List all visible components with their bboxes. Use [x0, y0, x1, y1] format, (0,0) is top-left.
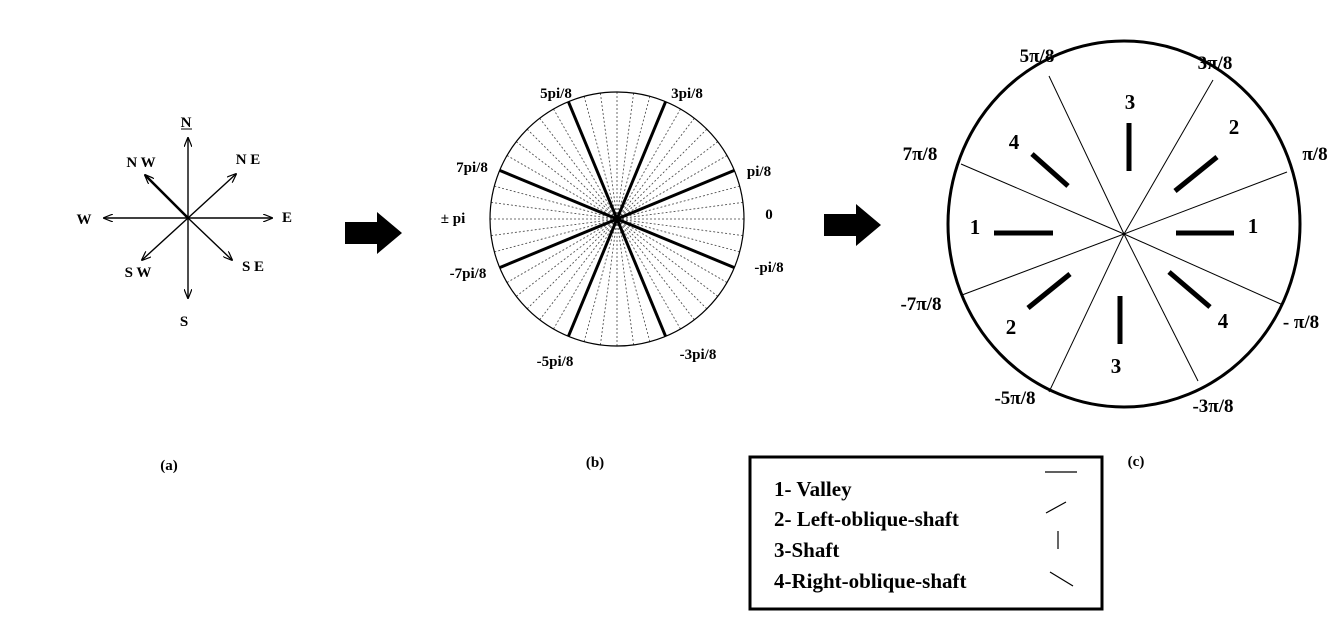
orientation-bars: [994, 123, 1234, 344]
angle-label-3pi8: 3pi/8: [671, 86, 703, 102]
legend-item-valley: 1- Valley: [774, 477, 852, 501]
direction-label-s: S: [180, 314, 188, 330]
c-angle-label-7pi8: 7π/8: [903, 144, 938, 165]
direction-label-nw: N W: [126, 155, 155, 171]
sector-number-top: 3: [1125, 90, 1136, 114]
legend-symbol-left-oblique: [1045, 501, 1067, 514]
direction-label-n: N: [181, 115, 192, 131]
direction-label-se: S E: [242, 259, 264, 275]
direction-label-e: E: [282, 210, 292, 226]
divider-minus-pi8: [1123, 233, 1284, 306]
angle-label-minus-7pi8: -7pi/8: [450, 266, 487, 282]
direction-label-ne: N E: [236, 152, 261, 168]
angle-label-0: 0: [765, 207, 773, 223]
c-angle-label-minus-3pi8: -3π/8: [1192, 396, 1233, 417]
c-angle-label-minus-5pi8: -5π/8: [994, 388, 1035, 409]
block-arrow-1: [345, 212, 402, 254]
southwest-arrow: [142, 217, 189, 260]
bar-left-oblique-top-right: [1173, 155, 1219, 193]
caption-a: (a): [160, 458, 178, 474]
angle-label-minus-pi8: -pi/8: [754, 260, 783, 276]
northwest-arrow: [145, 175, 189, 219]
angle-label-5pi8: 5pi/8: [540, 86, 572, 102]
angle-label-minus-3pi8: -3pi/8: [680, 347, 717, 363]
quantization-panel: 5pi/8 3pi/8 pi/8 0 -pi/8 -3pi/8 -5pi/8 -…: [441, 86, 784, 471]
legend-item-right-oblique-shaft: 4-Right-oblique-shaft: [774, 569, 967, 593]
c-angle-label-minus-7pi8: -7π/8: [900, 294, 941, 315]
quantization-circle: [489, 91, 745, 347]
legend-symbol-right-oblique: [1049, 571, 1074, 587]
classification-circle: [946, 39, 1302, 409]
sector-number-left: 1: [970, 215, 981, 239]
legend-box: 1- Valley 2- Left-oblique-shaft 3-Shaft …: [748, 455, 1104, 611]
divider-minus-3pi8: [1123, 233, 1199, 382]
sector-number-top-left: 4: [1009, 130, 1020, 154]
divider-pi8: [1123, 171, 1288, 235]
direction-label-w: W: [77, 212, 92, 228]
sector-number-bottom-left: 2: [1006, 315, 1017, 339]
c-angle-label-5pi8: 5π/8: [1020, 46, 1055, 67]
c-angle-label-3pi8: 3π/8: [1198, 53, 1233, 74]
bar-right-oblique-top-left: [1030, 152, 1070, 188]
caption-c: (c): [1128, 454, 1145, 470]
southeast-arrow: [187, 217, 232, 260]
divider-5pi8: [1048, 75, 1125, 235]
c-angle-label-pi8: π/8: [1302, 144, 1327, 165]
divider-minus-5pi8: [1048, 233, 1125, 393]
sector-boundary-line: [499, 169, 735, 269]
sector-number-bottom-right: 4: [1218, 309, 1229, 333]
sector-number-right: 1: [1248, 214, 1259, 238]
classification-panel: 3 2 1 4 3 2 1 4 5π/8 3π/8 π/8 - π/8 -3π/…: [900, 39, 1328, 470]
bar-right-oblique-bottom-right: [1167, 270, 1212, 309]
angle-label-minus-5pi8: -5pi/8: [537, 354, 574, 370]
legend-item-shaft: 3-Shaft: [774, 538, 839, 562]
bar-left-oblique-bottom-left: [1026, 272, 1072, 310]
block-arrow-2: [824, 204, 881, 246]
divider-7pi8: [960, 163, 1125, 235]
angle-label-plus-minus-pi: ± pi: [441, 211, 466, 227]
angle-label-7pi8: 7pi/8: [456, 160, 488, 176]
divider-minus-7pi8: [961, 233, 1125, 296]
sector-dividers: [960, 75, 1288, 393]
sector-number-top-right: 2: [1229, 115, 1240, 139]
legend-item-left-oblique-shaft: 2- Left-oblique-shaft: [774, 507, 959, 531]
sector-boundaries: [499, 101, 735, 337]
angle-label-pi8: pi/8: [747, 164, 771, 180]
caption-b: (b): [586, 455, 604, 471]
northeast-arrow: [187, 174, 236, 219]
sector-number-bottom: 3: [1111, 354, 1122, 378]
compass-panel: N N E E S E S S W W N W (a): [77, 115, 293, 474]
direction-label-sw: S W: [125, 265, 152, 281]
divider-3pi8: [1123, 79, 1214, 235]
legend-border: [748, 455, 1104, 611]
c-angle-label-minus-pi8: - π/8: [1283, 312, 1319, 333]
legend-symbols: [1045, 471, 1077, 587]
